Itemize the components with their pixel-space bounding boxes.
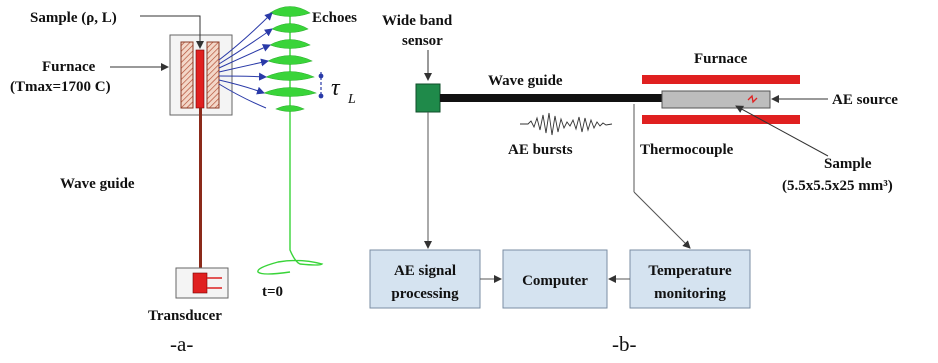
tau-symbol: τ <box>331 75 341 101</box>
echo-ray <box>218 83 267 109</box>
echo-peak <box>269 39 311 49</box>
echo-ray <box>218 44 271 69</box>
ae-source-label: AE source <box>832 92 898 108</box>
transducer-element <box>192 272 208 294</box>
echoes-label: Echoes <box>312 10 357 26</box>
transducer-label: Transducer <box>148 308 222 324</box>
waveguide-joint <box>575 95 581 101</box>
echo-ray <box>218 12 273 61</box>
echo-trace <box>257 8 324 275</box>
waveguide-label-b: Wave guide <box>488 73 563 89</box>
sample-label-b: Sample <box>824 156 872 172</box>
wide-band-sensor <box>415 83 441 113</box>
echo-peak <box>265 71 315 81</box>
sample-pointer <box>140 15 204 49</box>
sensor-label-line1: Wide band <box>382 13 453 29</box>
furnace-heater-left <box>180 41 194 109</box>
temperature-line2: monitoring <box>654 286 726 302</box>
t0-label: t=0 <box>262 284 283 300</box>
echo-ray <box>218 58 269 73</box>
sample-b <box>661 90 771 109</box>
sensor-label-line2: sensor <box>402 33 443 49</box>
panel-a: τ L Sample (ρ, L) Furnace (Tmax=1700 C) … <box>10 6 357 356</box>
ae-processing-line2: processing <box>391 286 459 302</box>
echo-rays <box>218 12 273 109</box>
caption-a: -a- <box>170 332 193 356</box>
furnace-top-plate <box>642 75 800 84</box>
furnace-heater-right <box>206 41 220 109</box>
echo-peaks <box>263 6 317 112</box>
tau-bracket-dot-top <box>318 73 324 79</box>
echo-ray <box>218 28 273 65</box>
computer-label: Computer <box>522 273 588 289</box>
caption-b: -b- <box>612 332 637 356</box>
echo-peak <box>269 6 311 17</box>
sample-pointer-b <box>735 105 829 157</box>
furnace-label-b: Furnace <box>694 51 748 67</box>
furnace-bottom-plate <box>642 115 800 124</box>
temperature-line1: Temperature <box>648 263 732 279</box>
echo-ray <box>218 79 265 95</box>
thermocouple-wire-diag <box>633 191 691 249</box>
sample-label-a: Sample (ρ, L) <box>30 10 117 26</box>
ae-bursts-wave <box>520 112 613 136</box>
thermocouple-label: Thermocouple <box>640 142 734 158</box>
sample-dims-label: (5.5x5.5x25 mm³) <box>782 178 893 194</box>
furnace-tmax-label: (Tmax=1700 C) <box>10 79 111 95</box>
echo-ray <box>218 72 267 81</box>
ae-source-mark <box>747 94 758 104</box>
echo-peak <box>267 55 313 65</box>
furnace-label-a: Furnace <box>42 59 96 75</box>
computer-box <box>502 249 608 309</box>
echo-peak <box>275 105 305 112</box>
ae-processing-line1: AE signal <box>394 263 456 279</box>
waveguide-label-a: Wave guide <box>60 176 135 192</box>
echo-peak <box>263 87 317 97</box>
ae-bursts-label: AE bursts <box>508 142 573 158</box>
waveguide-rod <box>199 108 202 273</box>
sample <box>195 49 205 109</box>
temperature-box <box>629 249 751 309</box>
ae-processing-box <box>369 249 481 309</box>
waveguide-bar <box>440 94 662 102</box>
panel-b: Wide band sensor Wave guide Furnace AE s… <box>369 13 898 356</box>
tau-bracket-dot-bottom <box>318 93 324 99</box>
echo-peak <box>271 23 309 33</box>
tau-subscript: L <box>347 92 356 107</box>
